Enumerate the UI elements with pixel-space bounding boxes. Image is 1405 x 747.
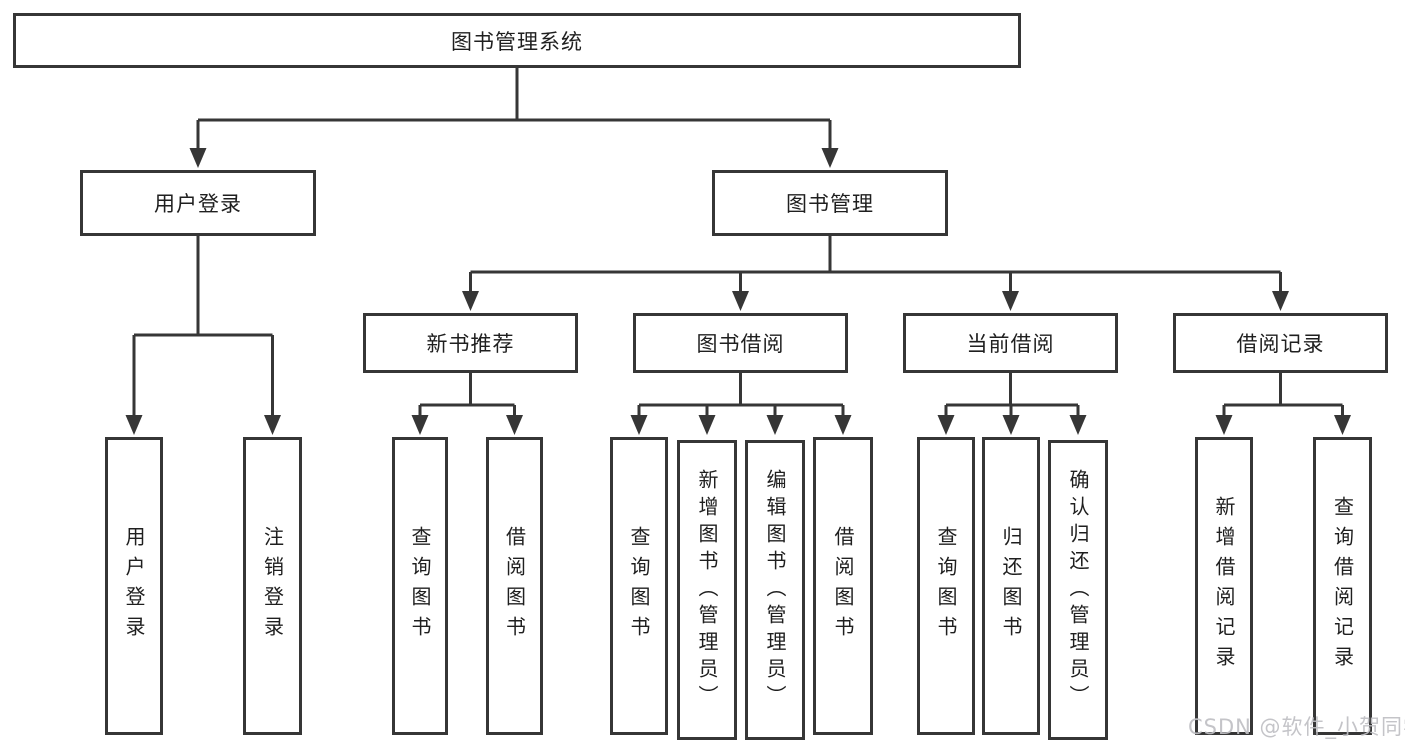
- node-user-login: 用户登录: [80, 170, 316, 236]
- leaf-record-add-record: 新增借阅记录: [1195, 437, 1253, 735]
- leaf-borrow-query-book: 查询图书: [610, 437, 668, 735]
- leaf-borrow-borrow-book: 借阅图书: [813, 437, 873, 735]
- connector-borrow-to-leaves: [637, 373, 845, 419]
- connector-root-to-level2: [196, 68, 832, 152]
- leaf-current-query-book: 查询图书: [917, 437, 975, 735]
- connector-record-to-leaves: [1222, 373, 1344, 419]
- node-new-book-recommend: 新书推荐: [363, 313, 578, 373]
- node-book-management: 图书管理: [712, 170, 948, 236]
- connector-user-login-to-leaves: [132, 236, 274, 419]
- leaf-recommend-query-book: 查询图书: [392, 437, 448, 735]
- leaf-record-query-record: 查询借阅记录: [1313, 437, 1372, 735]
- csdn-watermark: CSDN @软件_小贺同学: [1188, 715, 1405, 739]
- node-current-borrow: 当前借阅: [903, 313, 1118, 373]
- connector-book-management-to-level3: [469, 236, 1282, 295]
- leaf-current-confirm-return-admin: 确认归还（管理员）: [1048, 440, 1108, 740]
- connector-current-to-leaves: [944, 373, 1080, 419]
- leaf-borrow-add-book-admin: 新增图书（管理员）: [677, 440, 737, 740]
- leaf-recommend-borrow-book: 借阅图书: [486, 437, 543, 735]
- leaf-user-login: 用户登录: [105, 437, 163, 735]
- node-book-borrow: 图书借阅: [633, 313, 848, 373]
- connector-recommend-to-leaves: [418, 373, 516, 419]
- node-borrow-record: 借阅记录: [1173, 313, 1388, 373]
- leaf-logout-login: 注销登录: [243, 437, 302, 735]
- leaf-current-return-book: 归还图书: [982, 437, 1040, 735]
- leaf-borrow-edit-book-admin: 编辑图书（管理员）: [745, 440, 805, 740]
- node-library-system: 图书管理系统: [13, 13, 1021, 68]
- arrowheads: [125, 148, 1351, 435]
